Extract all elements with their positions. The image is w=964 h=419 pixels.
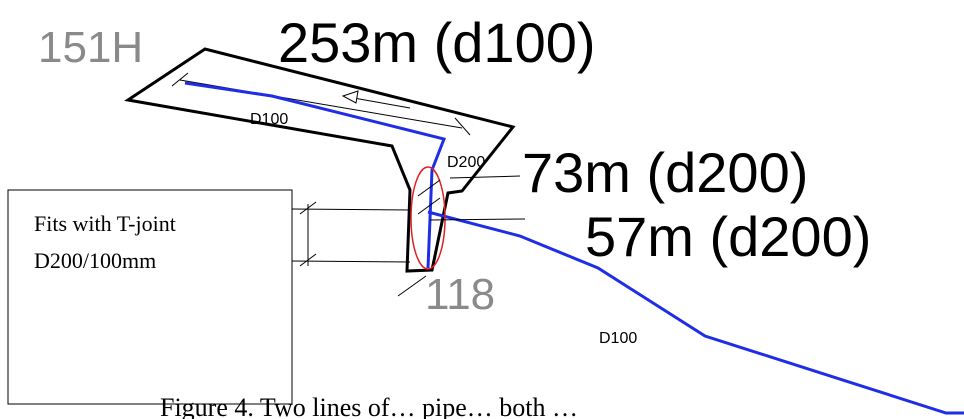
chamber-edge-tick: [454, 117, 471, 136]
note-box: [7, 189, 293, 405]
pipe-label-lower: D100: [599, 330, 637, 347]
leader-line-57m: [429, 218, 526, 221]
joint-tick: [417, 179, 441, 197]
pipe-label-upper: D100: [250, 111, 288, 128]
pipe-upper: [184, 81, 447, 269]
chamber-outline: [124, 47, 516, 273]
joint-tick: [417, 197, 441, 215]
flow-arrow-head: [341, 90, 359, 104]
pipe-label-joint: D200: [447, 154, 485, 171]
joint-highlight-ellipse: [410, 166, 446, 270]
chamber-edge-tick: [171, 72, 189, 87]
note-line-1: Fits with T-joint: [34, 211, 176, 236]
node-label-151H: 151H: [38, 23, 143, 72]
dimension-tick: [299, 201, 317, 215]
flow-arrow-shaft: [347, 96, 411, 109]
pipe-lower: [427, 210, 964, 415]
length-label-57m: 57m (d200): [585, 205, 871, 268]
node-label-118: 118: [425, 270, 495, 319]
length-label-73m: 73m (d200): [522, 141, 808, 204]
node-118-tick: [397, 275, 427, 297]
note-line-2: D200/100mm: [34, 248, 156, 273]
figure-caption: Figure 4. Two lines of… pipe… both …: [160, 393, 578, 419]
leader-line-note-top: [291, 208, 411, 211]
leader-line-note-bottom: [291, 260, 411, 263]
length-label-253m: 253m (d100): [278, 11, 596, 74]
leader-line-73m: [449, 175, 521, 179]
dimension-tick: [299, 253, 317, 267]
